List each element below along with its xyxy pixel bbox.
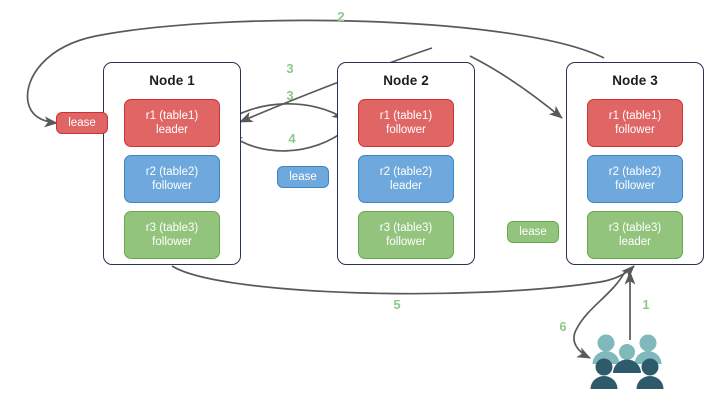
step-label-2: 2 [337, 9, 345, 24]
replica-r1[interactable]: r1 (table1) leader [124, 99, 220, 147]
replica-r2[interactable]: r2 (table2) follower [124, 155, 220, 203]
replica-name: r3 (table3) [145, 222, 199, 234]
lease-badge-green[interactable]: lease [507, 221, 559, 243]
node-box-3: Node 3 r1 (table1) follower r2 (table2) … [566, 62, 704, 265]
replica-role: follower [386, 236, 426, 248]
step-label-4: 4 [288, 131, 296, 146]
replica-name: r3 (table3) [379, 222, 433, 234]
replica-role: leader [156, 124, 188, 136]
step-label-3-lower: 3 [286, 88, 294, 103]
replica-r2[interactable]: r2 (table2) follower [587, 155, 683, 203]
replica-role: leader [390, 180, 422, 192]
node-title: Node 2 [383, 73, 429, 88]
node-box-2: Node 2 r1 (table1) follower r2 (table2) … [337, 62, 475, 265]
replica-r2[interactable]: r2 (table2) leader [358, 155, 454, 203]
node-box-1: Node 1 r1 (table1) leader r2 (table2) fo… [103, 62, 241, 265]
lease-label: lease [519, 226, 547, 238]
lease-label: lease [289, 171, 317, 183]
replica-name: r1 (table1) [608, 110, 662, 122]
replica-r1[interactable]: r1 (table1) follower [587, 99, 683, 147]
replica-role: follower [152, 236, 192, 248]
replica-name: r2 (table2) [608, 166, 662, 178]
replica-r3[interactable]: r3 (table3) leader [587, 211, 683, 259]
replica-r1[interactable]: r1 (table1) follower [358, 99, 454, 147]
users-icon [589, 331, 671, 393]
replica-r3[interactable]: r3 (table3) follower [124, 211, 220, 259]
arrow-step-5 [171, 265, 635, 295]
step-label-3-upper: 3 [286, 61, 294, 76]
replica-name: r1 (table1) [145, 110, 199, 122]
replica-role: leader [619, 236, 651, 248]
replica-role: follower [615, 180, 655, 192]
node-title: Node 3 [612, 73, 658, 88]
node-title: Node 1 [149, 73, 195, 88]
replica-role: follower [386, 124, 426, 136]
step-label-5: 5 [393, 297, 401, 312]
replica-role: follower [152, 180, 192, 192]
arrow-to-node3-r1 [469, 55, 563, 119]
step-label-6: 6 [559, 319, 567, 334]
replica-name: r2 (table2) [379, 166, 433, 178]
replica-name: r2 (table2) [145, 166, 199, 178]
replica-role: follower [615, 124, 655, 136]
lease-badge-blue[interactable]: lease [277, 166, 329, 188]
replica-name: r1 (table1) [379, 110, 433, 122]
step-label-1: 1 [642, 297, 650, 312]
replica-r3[interactable]: r3 (table3) follower [358, 211, 454, 259]
replica-name: r3 (table3) [608, 222, 662, 234]
lease-badge-red[interactable]: lease [56, 112, 108, 134]
lease-label: lease [68, 117, 96, 129]
